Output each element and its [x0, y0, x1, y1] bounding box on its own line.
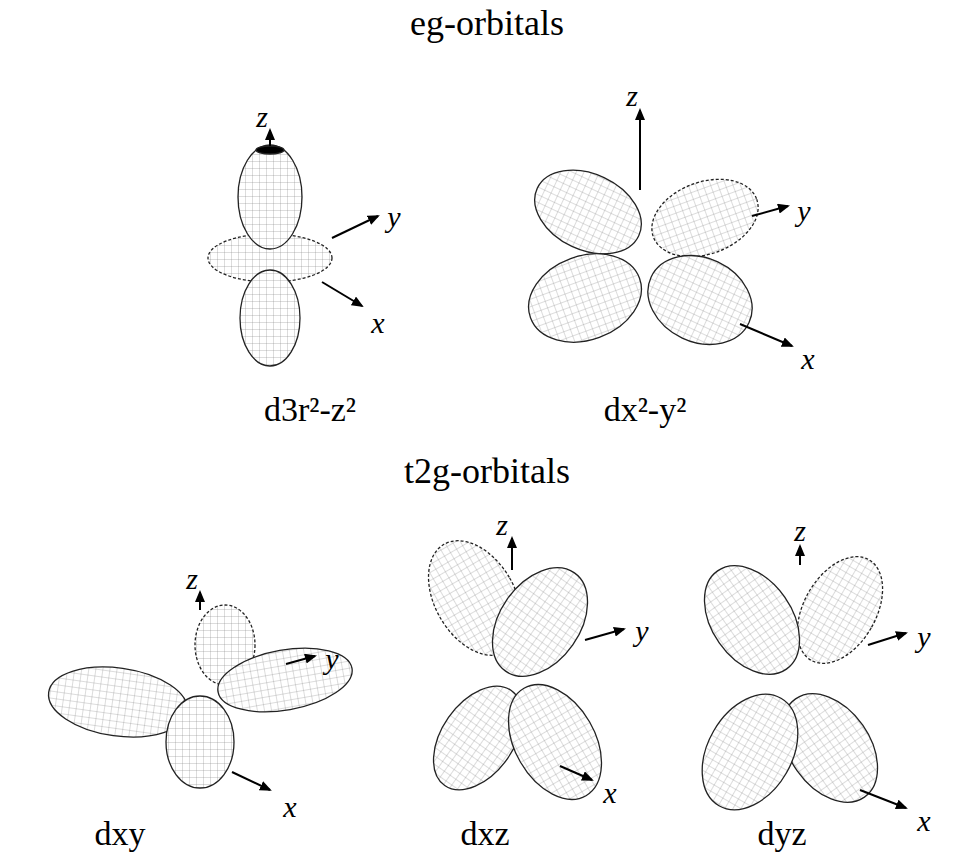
dxy-orbital — [44, 605, 357, 788]
axis-label-box: x — [281, 790, 298, 823]
axis-label: y — [633, 614, 650, 647]
coordinate-axes — [200, 110, 906, 808]
axis-label: z — [184, 562, 200, 595]
axis-label-box: x — [601, 776, 618, 809]
axis-label: y — [795, 194, 812, 227]
axis-label: z — [792, 514, 808, 547]
orbital-name-box: dxz — [458, 815, 511, 852]
dxz-orbital — [409, 524, 620, 815]
axis-label-box: y — [915, 620, 932, 653]
axis-label: x — [799, 342, 816, 375]
orbital-name: dx²-y² — [602, 391, 689, 428]
orbital-name-box: dxy — [93, 815, 148, 852]
section-heading-box: t2g-orbitals — [402, 452, 572, 492]
dz2-orbital — [208, 145, 332, 366]
section-heading: eg-orbitals — [408, 3, 566, 43]
orbital-name-box: dx²-y² — [602, 391, 689, 428]
axis-label-box: x — [369, 306, 386, 339]
dyz-orbital — [683, 542, 901, 827]
axis-label-box: y — [385, 200, 402, 233]
axis-label: y — [385, 200, 402, 233]
axis-label: y — [323, 642, 340, 675]
axis-label: z — [624, 79, 640, 112]
axis-label-box: y — [795, 194, 812, 227]
axis-label-box: x — [915, 804, 932, 837]
orbital-name: dxy — [93, 815, 148, 852]
orbital-name-box: d3r²-z² — [262, 391, 358, 428]
orbital-name-box: dyz — [755, 815, 808, 852]
axis-label: x — [369, 306, 386, 339]
orbital-name: dyz — [755, 815, 808, 852]
axis-label-box: z — [792, 514, 808, 547]
axis-label: x — [915, 804, 932, 837]
axis-label: y — [915, 620, 932, 653]
dx2y2-orbital — [516, 154, 769, 361]
axis-label-box: x — [799, 342, 816, 375]
axis-label-box: y — [633, 614, 650, 647]
axis-label-box: z — [184, 562, 200, 595]
axis-label: z — [254, 100, 270, 133]
orbital-name: d3r²-z² — [262, 391, 358, 428]
axis-label-box: z — [494, 508, 510, 541]
section-heading: t2g-orbitals — [402, 451, 572, 491]
axis-label: z — [494, 508, 510, 541]
axis-label-box: z — [254, 100, 270, 133]
axis-label-box: y — [323, 642, 340, 675]
orbital-name: dxz — [458, 815, 511, 852]
axis-label-box: z — [624, 79, 640, 112]
axis-label: x — [281, 790, 298, 823]
section-heading-box: eg-orbitals — [408, 4, 566, 44]
axis-label: x — [601, 776, 618, 809]
